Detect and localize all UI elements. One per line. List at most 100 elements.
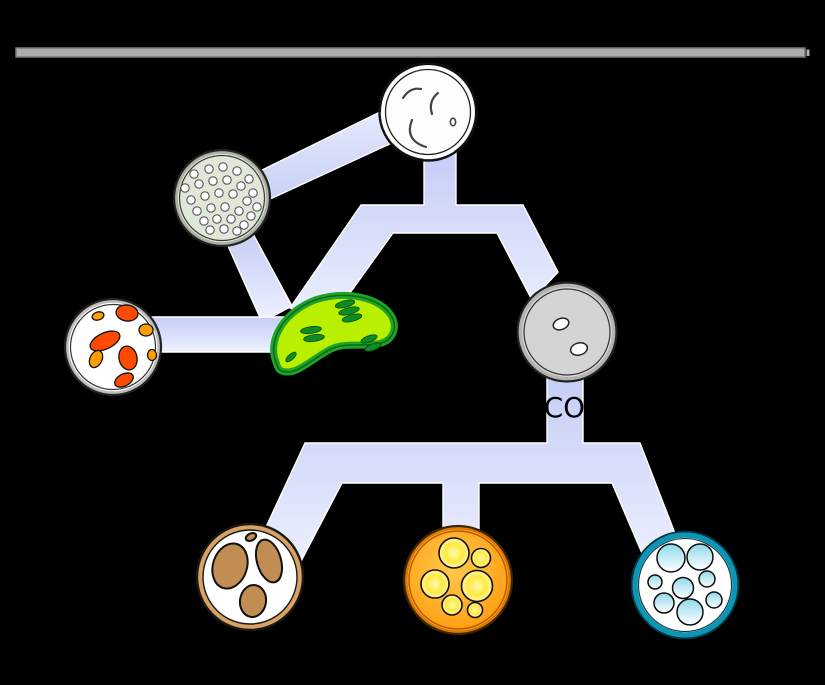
stipple-dot: [194, 179, 204, 189]
vesicle: [698, 570, 716, 588]
stipple-dot: [204, 164, 214, 174]
edge-orange-to-bean-band: [149, 316, 289, 353]
vesicle: [656, 543, 686, 573]
stipple-dot: [242, 196, 252, 206]
stipple-dot: [212, 214, 222, 224]
stipple-dot: [220, 202, 230, 212]
lipid-droplet: [420, 569, 450, 599]
gray-cell-ovals: [552, 317, 589, 356]
orange-granules: [88, 311, 158, 369]
yellow-cell-inner-line: [408, 530, 508, 630]
granule: [89, 330, 121, 352]
brown-cell-outline: [195, 522, 305, 632]
orange-cell-inner-line: [69, 303, 157, 391]
white-oval: [552, 317, 570, 331]
lipid-droplet: [460, 569, 494, 603]
stipple-dot: [232, 166, 242, 176]
top-bar: [15, 47, 806, 58]
orange-cell-outline: [63, 297, 163, 397]
yellow-cell-outline: [402, 524, 514, 636]
grana-disc: [285, 351, 297, 363]
stippled-cell-inner-line: [178, 154, 266, 242]
lipid-droplet: [438, 537, 470, 569]
stem-cell-body: [381, 65, 475, 159]
stem-cell-outline: [378, 62, 478, 162]
gray-progenitor-cell: [516, 281, 618, 383]
granule: [118, 345, 138, 371]
stipple-dot: [192, 206, 202, 216]
grana-disc: [300, 325, 322, 335]
stippled-cell-outline: [172, 148, 272, 248]
stipple-dot: [186, 195, 196, 205]
stipple-dot: [234, 206, 244, 216]
stipple-dot: [214, 188, 224, 198]
lobe: [244, 532, 258, 542]
grana-disc: [338, 306, 360, 316]
gray-cell-body: [518, 283, 616, 381]
lipid-droplet: [466, 601, 484, 619]
stem-cell-squiggles: [401, 87, 440, 149]
white-oval: [569, 342, 589, 356]
stipple-dot: [252, 202, 262, 212]
orange-cell-body: [65, 299, 161, 395]
vesicle: [676, 598, 704, 626]
cyan-cell-inner-line: [637, 537, 733, 633]
orange-granule-cell: [63, 297, 163, 397]
stipple-dots: [180, 162, 262, 236]
granule: [138, 323, 154, 337]
stipple-dot: [180, 183, 190, 193]
stipple-dot: [205, 225, 215, 235]
lipid-droplet: [441, 594, 463, 616]
edge-bands: [149, 111, 677, 573]
squiggle-mark: [408, 118, 428, 149]
red-granules: [89, 304, 139, 388]
grana-disc: [303, 333, 325, 343]
stem-cell-inner-line: [384, 68, 472, 156]
grana-disc: [341, 313, 363, 323]
vesicle: [647, 574, 663, 590]
vesicle: [686, 543, 714, 571]
granule: [146, 348, 158, 362]
granule: [115, 304, 139, 322]
stipple-dot: [236, 181, 246, 191]
stipple-dot: [208, 176, 218, 186]
stipple-dot: [200, 191, 210, 201]
stipple-dot: [206, 203, 216, 213]
stipple-dot: [189, 169, 199, 179]
edge-stem-branches: [289, 151, 559, 326]
stipple-dot: [246, 211, 256, 221]
lobe: [238, 584, 268, 618]
lipid-droplets: [420, 537, 494, 619]
squiggle-mark: [429, 91, 440, 116]
yellow-droplet-cell: [402, 524, 514, 636]
top-bar-end: [806, 49, 810, 56]
gray-cell-inner-line: [523, 288, 611, 376]
stipple-dot: [219, 224, 229, 234]
grana-disc: [364, 342, 382, 352]
stem-cell-speck: [449, 117, 457, 127]
cyan-cell-outline: [630, 530, 740, 640]
green-bean-outline: [272, 294, 396, 373]
granule: [91, 311, 105, 321]
stipple-dot: [218, 162, 228, 172]
cyan-vesicle-cell: [630, 530, 740, 640]
gray-cell-outline: [516, 281, 618, 383]
stippled-cell: [172, 148, 272, 248]
stipple-dot: [244, 174, 254, 184]
brown-lobes: [211, 532, 284, 618]
brown-lobed-cell: [195, 522, 305, 632]
stipple-dot: [228, 189, 238, 199]
green-bean-cell: [270, 291, 398, 376]
granule: [114, 372, 134, 388]
grana-disc: [334, 299, 356, 309]
brown-cell-inner-line: [202, 529, 298, 625]
vesicle: [671, 576, 695, 600]
lipid-droplet: [470, 547, 492, 569]
granule: [88, 349, 104, 369]
stipple-dot: [248, 188, 258, 198]
stipple-dot: [232, 226, 242, 236]
grana-stacks: [285, 299, 382, 363]
lobe: [254, 538, 284, 584]
vesicle: [705, 591, 723, 609]
